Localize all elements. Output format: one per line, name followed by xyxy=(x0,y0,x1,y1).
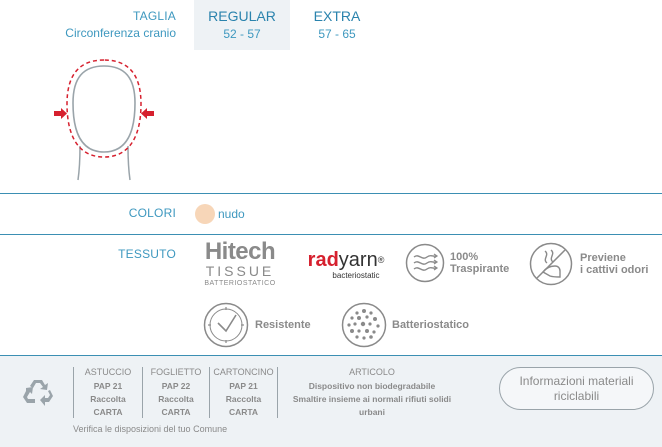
color-swatch-nudo[interactable] xyxy=(195,204,215,224)
size-table: TAGLIA Circonferenza cranio REGULAR 52 -… xyxy=(0,0,662,50)
head-circumference-label: Circonferenza cranio xyxy=(65,26,176,40)
info-button-line1: Informazioni materiali xyxy=(519,373,634,388)
size-label: TAGLIA xyxy=(133,9,176,23)
footer-divider xyxy=(277,367,278,418)
astuccio-collect: Raccolta xyxy=(90,394,126,404)
articolo-line3: urbani xyxy=(359,407,385,417)
size-extra-column[interactable]: EXTRA 57 - 65 xyxy=(290,0,384,50)
size-extra-name: EXTRA xyxy=(313,8,361,24)
footer-divider xyxy=(209,367,210,418)
recycle-icon xyxy=(23,380,53,406)
feature-traspirante-line2: Traspirante xyxy=(450,263,510,275)
feature-resistente-label: Resistente xyxy=(255,319,311,331)
astuccio-code: PAP 21 xyxy=(93,381,123,391)
verify-municipality-note: Verifica le disposizioni del tuo Comune xyxy=(73,424,228,434)
divider xyxy=(0,193,662,194)
cartoncino-code: PAP 21 xyxy=(229,381,258,391)
footer-foglietto: FOGLIETTO PAP 22 Raccolta CARTA xyxy=(145,367,207,419)
tissue-label: TESSUTO xyxy=(118,247,176,261)
size-regular-column[interactable]: REGULAR 52 - 57 xyxy=(194,0,290,50)
clock-durability-icon xyxy=(203,302,249,348)
arrow-left-icon xyxy=(141,108,154,119)
cartoncino-material: CARTA xyxy=(228,407,259,417)
hitech-logo-subtitle: TISSUE xyxy=(205,263,275,279)
radyarn-logo-caption: bacteriostatic xyxy=(332,271,380,280)
articolo-line1: Dispositivo non biodegradabile xyxy=(308,381,436,391)
divider xyxy=(0,234,662,235)
cartoncino-title: CARTONCINO xyxy=(213,367,274,377)
footer-cartoncino: CARTONCINO PAP 21 Raccolta CARTA xyxy=(211,367,276,419)
recyclable-materials-info-button[interactable]: Informazioni materiali riciclabili xyxy=(499,367,654,410)
feature-traspirante: 100% Traspirante xyxy=(405,243,509,283)
feature-resistente: Resistente xyxy=(203,302,311,348)
bacteria-icon xyxy=(341,302,387,348)
foglietto-code: PAP 22 xyxy=(161,381,191,391)
arrow-right-icon xyxy=(54,108,67,119)
radyarn-logo-rad: rad xyxy=(307,249,339,271)
articolo-title: ARTICOLO xyxy=(349,367,395,377)
no-odor-icon xyxy=(529,242,573,286)
footer-articolo: ARTICOLO Dispositivo non biodegradabile … xyxy=(282,367,462,419)
feature-previene-line2: i cattivi odori xyxy=(580,264,649,276)
footer-astuccio: ASTUCCIO PAP 21 Raccolta CARTA xyxy=(78,367,138,419)
cartoncino-collect: Raccolta xyxy=(225,394,262,404)
head-measurement-icon xyxy=(54,59,154,181)
feature-previene-line1: Previene xyxy=(580,252,626,264)
breathable-icon xyxy=(405,243,445,283)
hitech-logo-title: Hitech xyxy=(204,238,276,265)
colors-label: COLORI xyxy=(128,206,176,220)
radyarn-logo-registered: ® xyxy=(377,255,385,265)
feature-batteriostatico: Batteriostatico xyxy=(341,302,469,348)
radyarn-logo: radyarn® bacteriostatic xyxy=(304,249,388,280)
size-row-labels: TAGLIA Circonferenza cranio xyxy=(0,8,176,41)
astuccio-material: CARTA xyxy=(93,407,123,417)
foglietto-material: CARTA xyxy=(161,407,191,417)
foglietto-title: FOGLIETTO xyxy=(150,367,202,377)
hitech-logo-caption: BATTERIOSTATICO xyxy=(204,280,276,287)
feature-traspirante-line1: 100% xyxy=(450,251,479,263)
size-regular-name: REGULAR xyxy=(208,8,276,24)
size-extra-range: 57 - 65 xyxy=(318,27,356,41)
astuccio-title: ASTUCCIO xyxy=(84,367,132,377)
info-button-line2: riciclabili xyxy=(553,388,600,403)
foglietto-collect: Raccolta xyxy=(158,394,194,404)
footer-divider xyxy=(73,367,74,418)
hitech-tissue-logo: Hitech TISSUE BATTERIOSTATICO xyxy=(202,240,278,288)
size-regular-range: 52 - 57 xyxy=(223,27,261,41)
articolo-line2: Smaltire insieme ai normali rifiuti soli… xyxy=(292,394,452,404)
radyarn-logo-yarn: yarn xyxy=(338,249,378,271)
footer-divider xyxy=(142,367,143,418)
feature-batteriostatico-label: Batteriostatico xyxy=(392,319,470,331)
recycling-footer: ASTUCCIO PAP 21 Raccolta CARTA FOGLIETTO… xyxy=(0,355,662,447)
color-name: nudo xyxy=(218,207,245,221)
feature-previene: Previene i cattivi odori xyxy=(529,242,648,286)
